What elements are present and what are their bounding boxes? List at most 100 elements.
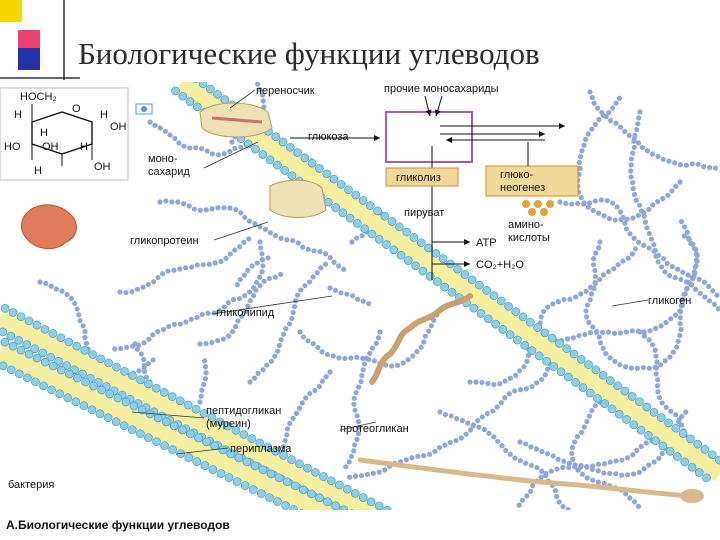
chain-bead [672, 160, 678, 166]
membrane-bead [300, 153, 310, 163]
membrane-bead [242, 457, 252, 467]
chain-bead [283, 325, 289, 332]
chain-bead [561, 458, 567, 464]
membrane-bead [389, 245, 399, 255]
chain-bead [685, 235, 692, 241]
membrane-bead [336, 180, 346, 189]
chain-bead [237, 276, 243, 283]
membrane-bead [680, 457, 690, 467]
membrane-bead [636, 425, 646, 435]
chain-bead [542, 372, 548, 378]
chain-bead [324, 351, 331, 358]
membrane-bead [240, 481, 250, 490]
chain-bead [305, 338, 311, 344]
chain-bead [588, 291, 595, 297]
chain-bead [679, 422, 685, 428]
chain-bead [620, 258, 626, 264]
chain-bead [597, 340, 604, 346]
chain-bead [596, 210, 602, 216]
chain-bead [686, 279, 692, 286]
membrane-bead [239, 430, 249, 439]
chain-bead [622, 128, 628, 135]
membrane-bead [152, 437, 161, 447]
chain-bead [225, 300, 231, 306]
chain-bead [614, 204, 620, 210]
chain-bead [655, 377, 661, 383]
chain-bead [150, 357, 156, 363]
chain-bead [232, 145, 238, 151]
chain-bead [80, 323, 86, 329]
chain-bead [635, 140, 642, 146]
chain-bead [260, 263, 266, 269]
membrane-bead [664, 418, 673, 428]
chain-bead [596, 116, 602, 123]
chain-bead [591, 256, 597, 262]
membrane-bead [178, 91, 188, 101]
chain-bead [581, 200, 587, 206]
membrane-bead [226, 449, 236, 459]
chain-bead [649, 342, 656, 348]
chain-bead [352, 407, 358, 413]
membrane-bead [351, 190, 361, 200]
membrane-bead [365, 201, 375, 210]
chain-bead [211, 310, 217, 316]
chain-bead [473, 379, 479, 385]
chain-bead [284, 432, 290, 438]
chain-bead [467, 427, 474, 433]
membrane-bead [700, 445, 710, 454]
chain-bead [612, 217, 618, 223]
membrane-bead [73, 373, 82, 383]
chain-bead [624, 216, 630, 222]
chain-bead [498, 400, 504, 406]
chain-bead [272, 233, 279, 239]
chain-bead [307, 390, 313, 397]
leader-line [213, 221, 269, 241]
chain-bead [628, 365, 634, 371]
membrane-bead [387, 217, 397, 226]
chain-bead [673, 183, 679, 189]
chain-bead [354, 296, 361, 302]
chain-bead [141, 340, 147, 346]
membrane-bead [205, 84, 215, 94]
chain-bead [143, 374, 150, 380]
membrane-bead [0, 337, 10, 347]
membrane-bead [24, 316, 34, 326]
chain-bead [628, 162, 634, 168]
membrane-bead [323, 497, 332, 507]
co2-h2o-label: CO₂+H₂O [476, 259, 524, 271]
atom-label: H [100, 109, 108, 121]
membrane-bead [469, 303, 479, 313]
membrane-bead [6, 365, 16, 375]
chain-bead [613, 471, 619, 477]
chain-bead [630, 215, 636, 221]
chain-bead [351, 395, 357, 401]
membrane-bead [555, 339, 564, 348]
chain-bead [676, 419, 682, 425]
membrane-bead [8, 341, 18, 351]
chain-bead [590, 324, 596, 330]
chain-bead [619, 457, 625, 463]
chain-bead [458, 435, 464, 441]
membrane-bead [620, 386, 630, 396]
chain-bead [567, 296, 573, 302]
chain-bead [255, 82, 261, 87]
chain-bead [247, 379, 253, 385]
chain-bead [560, 464, 566, 471]
chain-bead [463, 431, 469, 437]
chain-bead [199, 387, 205, 393]
chain-bead [656, 455, 662, 462]
membrane-bead [576, 354, 586, 364]
chain-bead [693, 257, 699, 263]
chain-bead [706, 283, 712, 290]
polysaccharide-chain [276, 369, 333, 473]
chain-bead [701, 279, 708, 285]
chain-bead [659, 450, 665, 457]
chain-bead [151, 279, 157, 285]
chain-bead [517, 387, 524, 393]
chain-bead [259, 257, 265, 263]
membrane-bead [30, 344, 39, 354]
chain-bead [659, 400, 665, 406]
chain-bead [572, 294, 579, 300]
chain-bead [249, 263, 255, 269]
chain-bead [201, 358, 208, 364]
